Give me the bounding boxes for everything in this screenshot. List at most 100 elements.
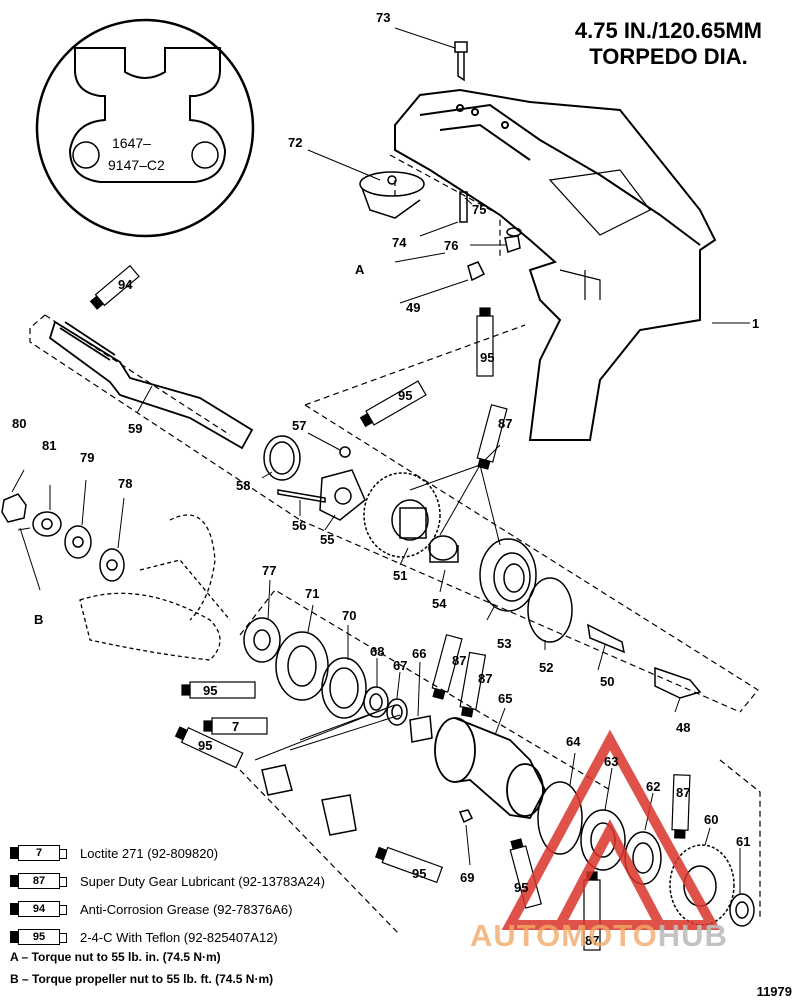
part-callouts: 73 72 75 74 76 49 1 59 57 58 56 55 51 54… [12,10,759,885]
callout-letter-a: A [355,262,365,277]
tube-87-b [459,651,487,718]
seal-67 [386,698,408,726]
figure-number: 11979 [756,984,792,999]
callout-72: 72 [288,135,302,150]
tube-label-87-right: 87 [676,785,690,800]
watermark-part-1: AUTOMOTO [470,918,658,953]
callout-66: 66 [412,646,426,661]
callout-78: 78 [118,476,132,491]
thrust-hub-79 [64,525,92,559]
title-line-1: 4.75 IN./120.65MM [574,18,762,43]
tube-87-top [476,404,508,470]
callout-80: 80 [12,416,26,431]
callout-60: 60 [704,812,718,827]
callout-52: 52 [539,660,553,675]
fitting-49 [467,261,486,282]
callout-62: 62 [646,779,660,794]
detail-view: 1647– 9147–C2 [35,18,255,238]
diagram-title: 4.75 IN./120.65MM TORPEDO DIA. [575,18,762,70]
tube-icon: 94 [10,901,68,917]
tube-label-87-b: 87 [478,671,492,686]
thrust-washer-77 [243,617,281,663]
tube-7 [203,717,268,735]
thrust-hub-71 [275,631,329,701]
tube-label-95-bottom: 95 [514,880,528,895]
leader-lines [11,27,750,895]
lubricant-legend: 7 Loctite 271 (92-809820) 87 Super Duty … [10,842,325,954]
callout-70: 70 [342,608,356,623]
tube-label-95-mid: 95 [398,388,412,403]
bearing-54 [428,535,459,563]
shift-cam-48 [654,666,702,699]
tube-95-lower [375,846,444,884]
callout-54: 54 [432,596,447,611]
callout-81: 81 [42,438,56,453]
watermark-text: AUTOMOTOHUB [470,918,728,954]
tube-label-87-bottom: 87 [585,933,599,948]
o-ring-64 [537,781,583,855]
legend-row-gear-lube: 87 Super Duty Gear Lubricant (92-13783A2… [10,870,325,892]
tube-label-87-top: 87 [498,416,512,431]
nut-76 [504,235,521,253]
retaining-ring-70 [321,657,367,719]
callout-57: 57 [292,418,306,433]
propeller-outline [79,514,231,661]
drive-shaft-59 [48,320,254,450]
legend-text: 2-4-C With Teflon (92-825407A12) [80,929,278,945]
letter-callouts: A B [34,262,365,627]
roller-bearing-57 [339,446,351,458]
tube-label-87-a: 87 [452,653,466,668]
callout-71: 71 [305,586,319,601]
legend-text: Loctite 271 (92-809820) [80,845,219,861]
tube-87-a [431,634,463,700]
note-b: B – Torque propeller nut to 55 lb. ft. (… [10,972,274,986]
pinion-bearing-cup-58 [263,435,301,481]
callout-69: 69 [460,870,474,885]
tube-95-mid [359,380,427,428]
callout-55: 55 [320,532,334,547]
tube-labels: 94 95 95 87 95 7 95 87 87 95 95 87 87 [118,277,690,948]
o-ring-52 [527,577,573,643]
callout-68: 68 [370,644,384,659]
tube-label-95-lower: 95 [412,866,426,881]
legend-row-grease: 94 Anti-Corrosion Grease (92-78376A6) [10,898,325,920]
tube-94-top [89,264,140,310]
callout-1: 1 [752,316,759,331]
callout-73: 73 [376,10,390,25]
callout-79: 79 [80,450,94,465]
legend-text: Super Duty Gear Lubricant (92-13783A24) [80,873,325,889]
tube-95-vertical [476,307,494,377]
legend-text: Anti-Corrosion Grease (92-78376A6) [80,901,293,917]
callout-63: 63 [604,754,618,769]
callout-letter-b: B [34,612,43,627]
callout-67: 67 [393,658,407,673]
callout-56: 56 [292,518,306,533]
forward-gear-51 [363,472,441,558]
retainer-clip-left [261,764,293,796]
tapered-bearing-53 [479,538,537,612]
gear-housing [394,88,717,441]
tube-label-95-vertical: 95 [480,350,494,365]
spline-washer-78 [99,548,125,582]
callout-59: 59 [128,421,142,436]
note-a: A – Torque nut to 55 lb. in. (74.5 N·m) [10,950,221,964]
callout-50: 50 [600,674,614,689]
tube-95-left [181,681,256,699]
key-69 [458,809,474,824]
tube-label-95-left: 95 [203,683,217,698]
callout-58: 58 [236,478,250,493]
callout-65: 65 [498,691,512,706]
watermark-logo [501,729,721,930]
tube-95-diag [174,726,244,769]
cam-follower-50 [587,623,626,654]
title-line-2: TORPEDO DIA. [589,44,748,69]
bearing-carrier-65 [434,717,547,819]
retainer-clip-right [321,794,357,836]
tube-icon: 7 [10,845,68,861]
callout-75: 75 [472,202,486,217]
trim-tab-anode-72 [359,171,425,219]
callout-51: 51 [393,568,407,583]
watermark-part-2: HUB [657,918,728,953]
